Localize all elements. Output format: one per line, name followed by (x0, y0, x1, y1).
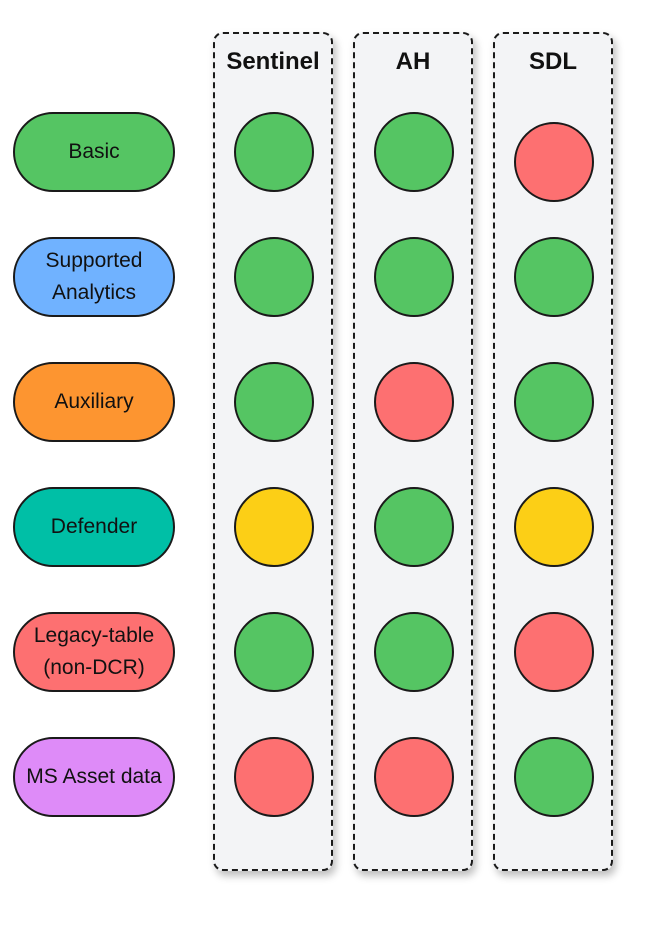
row-label-legacy-table: Legacy-table (non-DCR) (13, 612, 175, 692)
status-dot-defender-ah (374, 487, 454, 567)
status-dot-basic-sentinel (234, 112, 314, 192)
column-title-sdl: SDL (529, 48, 577, 75)
row-label-supported-analytics: Supported Analytics (13, 237, 175, 317)
status-dot-defender-sentinel (234, 487, 314, 567)
status-dot-basic-sdl (514, 122, 594, 202)
status-dot-legacy-table-sdl (514, 612, 594, 692)
status-dot-supported-analytics-sentinel (234, 237, 314, 317)
status-dot-ms-asset-data-ah (374, 737, 454, 817)
status-dot-defender-sdl (514, 487, 594, 567)
status-dot-ms-asset-data-sentinel (234, 737, 314, 817)
status-dot-auxiliary-sdl (514, 362, 594, 442)
column-title-sentinel: Sentinel (226, 48, 320, 75)
status-dot-supported-analytics-ah (374, 237, 454, 317)
row-label-ms-asset-data: MS Asset data (13, 737, 175, 817)
status-dot-ms-asset-data-sdl (514, 737, 594, 817)
status-dot-legacy-table-ah (374, 612, 454, 692)
column-title-ah: AH (395, 48, 431, 75)
status-dot-basic-ah (374, 112, 454, 192)
row-label-defender: Defender (13, 487, 175, 567)
status-dot-auxiliary-ah (374, 362, 454, 442)
status-dot-legacy-table-sentinel (234, 612, 314, 692)
status-dot-auxiliary-sentinel (234, 362, 314, 442)
row-label-auxiliary: Auxiliary (13, 362, 175, 442)
status-dot-supported-analytics-sdl (514, 237, 594, 317)
row-label-basic: Basic (13, 112, 175, 192)
